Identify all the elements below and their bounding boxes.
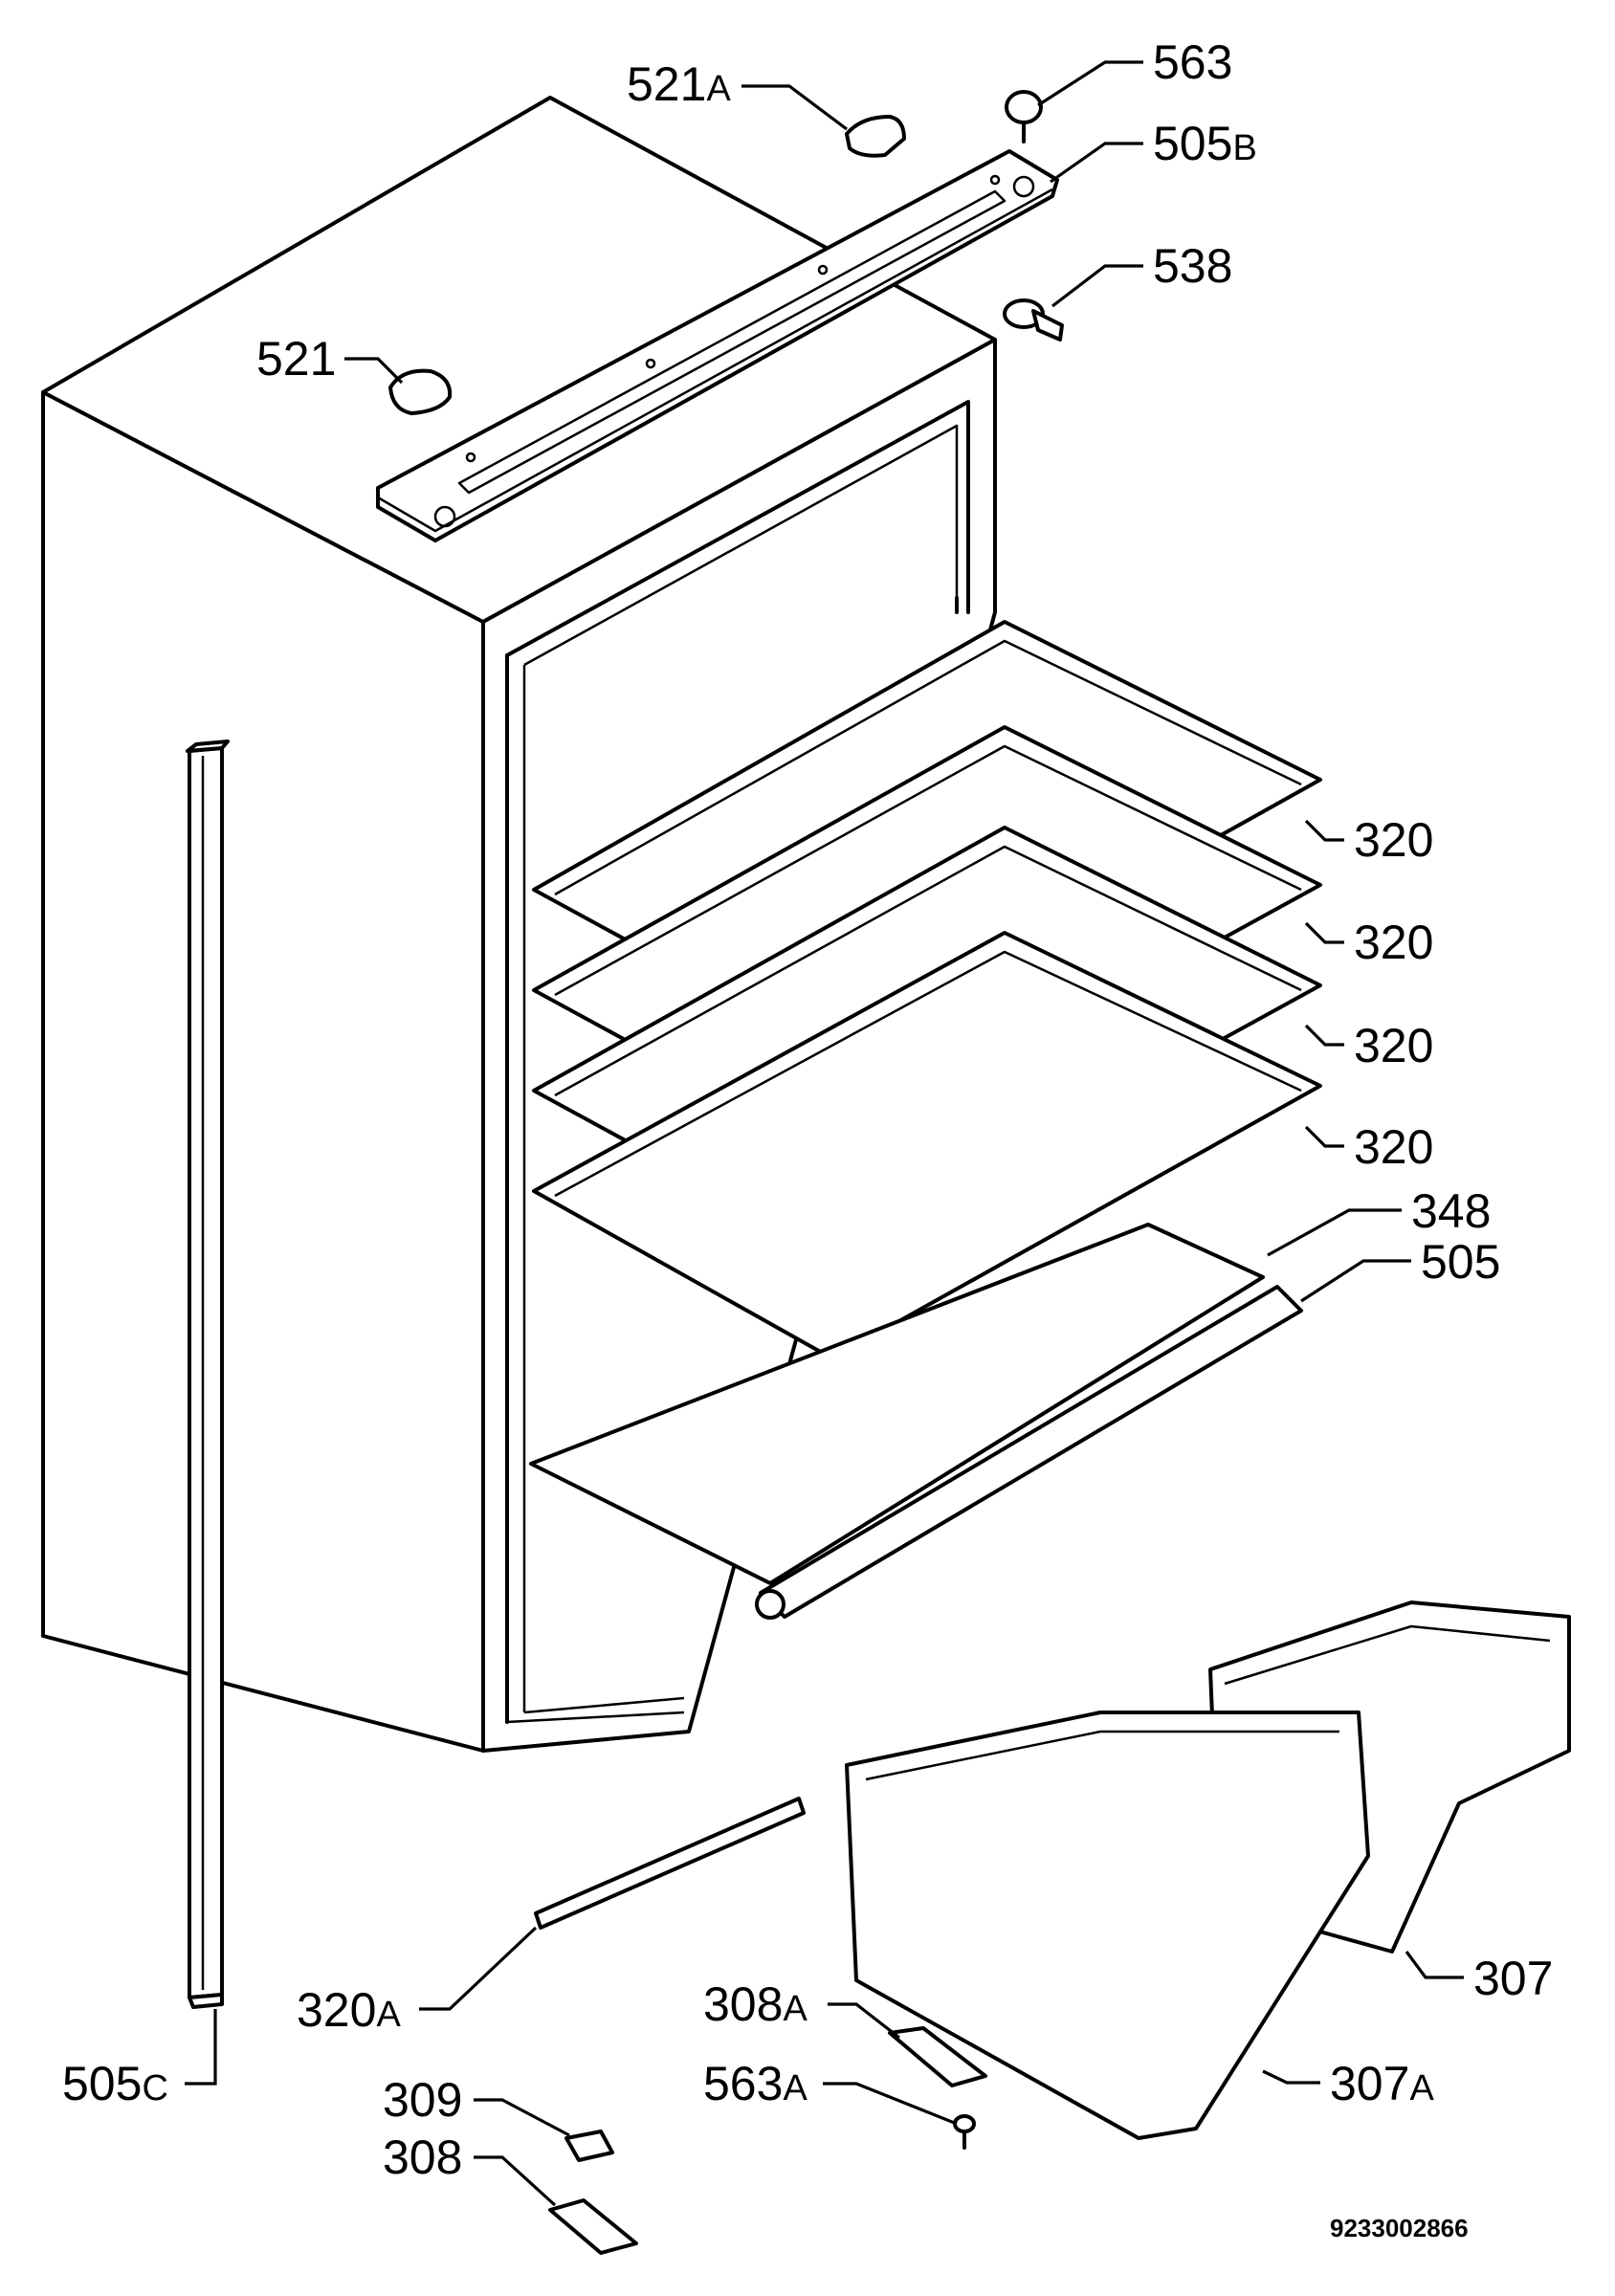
label-320-4: 320	[1354, 1120, 1433, 1174]
label-320-3: 320	[1354, 1019, 1433, 1072]
front-trim-505	[755, 1285, 1303, 1620]
label-320a: 320A	[297, 1983, 401, 2037]
hinge-bar-505b	[376, 149, 1059, 542]
part-labels: 521A 563 505B 538 521 320 320 320 320 34…	[62, 35, 1553, 2242]
glass-shelf-348	[529, 1223, 1265, 1585]
clip-309	[564, 2130, 614, 2162]
bottom-rail-320a	[534, 1797, 806, 1930]
label-563a: 563A	[703, 2057, 808, 2110]
label-521: 521	[256, 332, 336, 386]
cover-521	[388, 368, 453, 415]
label-308: 308	[383, 2130, 462, 2184]
label-307: 307	[1473, 1952, 1553, 2005]
label-521a: 521A	[627, 57, 731, 111]
leader-lines	[185, 60, 1464, 2207]
label-505c: 505C	[62, 2057, 168, 2110]
bracket-308a	[888, 2026, 987, 2087]
label-308a: 308A	[703, 1977, 808, 2031]
cover-521a	[845, 115, 906, 158]
label-307a: 307A	[1330, 2057, 1434, 2110]
door-seal-strip-505c	[186, 740, 230, 2009]
shelf-320-4	[532, 931, 1322, 1360]
label-563: 563	[1153, 35, 1232, 89]
hinge-pin-538	[1003, 298, 1064, 342]
label-348: 348	[1411, 1184, 1491, 1238]
label-538: 538	[1153, 239, 1232, 293]
screw-563	[1005, 90, 1043, 144]
label-320-1: 320	[1354, 813, 1433, 867]
door-bin-307a	[845, 1711, 1370, 2140]
bracket-308	[548, 2198, 638, 2255]
label-505: 505	[1421, 1235, 1500, 1289]
label-505b: 505B	[1153, 117, 1257, 170]
document-number: 9233002866	[1330, 2214, 1469, 2242]
screw-563a	[953, 2114, 976, 2150]
label-309: 309	[383, 2073, 462, 2127]
label-320-2: 320	[1354, 916, 1433, 969]
